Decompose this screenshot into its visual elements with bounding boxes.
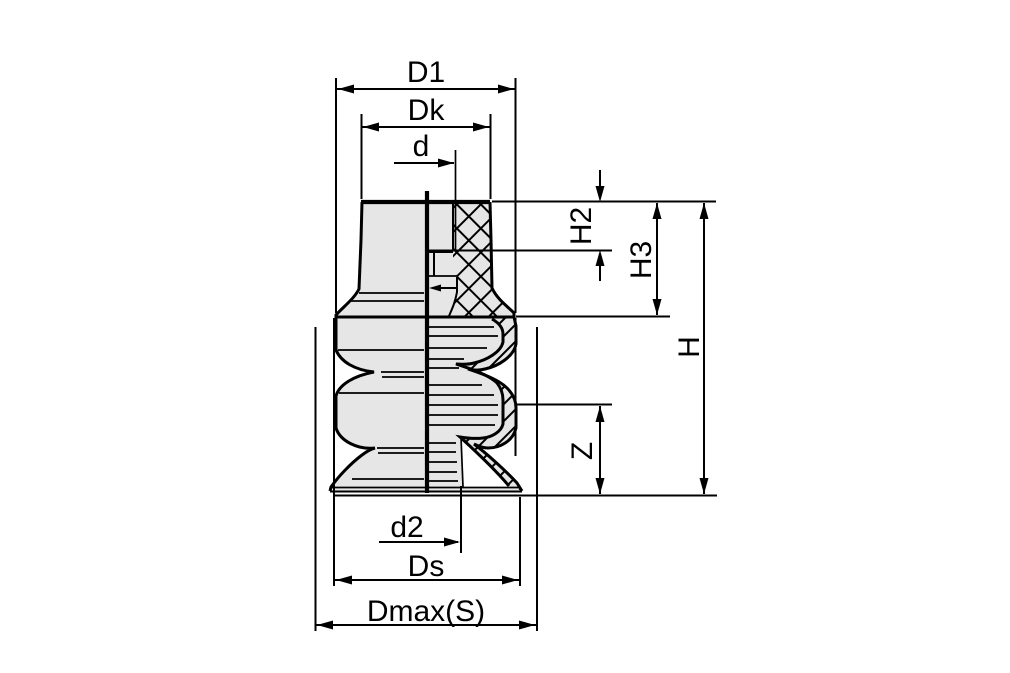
dim-label-h3: H3 (625, 241, 658, 279)
bore-depth-arrowhead (429, 284, 441, 292)
z-dimension: Z (517, 403, 612, 494)
dim-label-h: H (673, 336, 706, 358)
d2-dimension: d2 (379, 486, 462, 553)
d1-dimension: D1 (335, 56, 517, 313)
d-dimension: d (394, 130, 457, 250)
dim-label-dmax: Dmax(S) (367, 595, 485, 628)
fitting-section-hatch (449, 203, 514, 316)
left-contour-lines (338, 292, 424, 480)
suction-cup-body (328, 191, 524, 493)
bore-recess-wall (448, 277, 458, 317)
ds-dimension: Ds (335, 497, 521, 586)
dim-label-dk: Dk (408, 94, 446, 127)
dk-dimension: Dk (360, 94, 492, 199)
cup-left-profile (328, 201, 376, 492)
mouth-cone-edge (460, 436, 464, 488)
dimensions: D1 Dk d H2 (314, 56, 717, 631)
dmax-dimension: Dmax(S) (314, 327, 538, 631)
dim-label-h2: H2 (565, 207, 598, 245)
dim-label-ds: Ds (408, 550, 445, 583)
h3-dimension: H3 (516, 203, 670, 318)
dim-label-d: d (413, 130, 430, 163)
interior-contour-lines (429, 326, 498, 482)
bellows-inner-wall-line (455, 317, 511, 487)
dim-label-d2: d2 (390, 511, 423, 544)
h2-dimension: H2 (427, 170, 612, 281)
h-dimension: H (673, 203, 709, 494)
dim-label-d1: D1 (407, 56, 445, 89)
dim-label-z: Z (566, 442, 599, 460)
